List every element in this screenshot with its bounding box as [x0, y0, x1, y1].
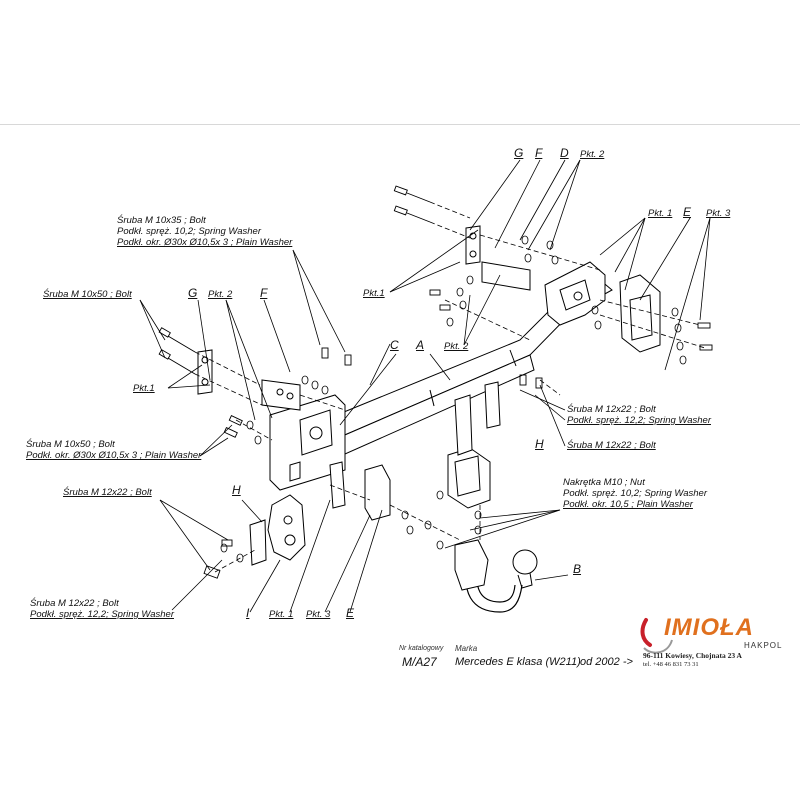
model-year: od 2002 ->	[580, 656, 633, 668]
bolt-12x22-left: Śruba M 12x22 ; Bolt	[63, 487, 152, 498]
catalog-number: M/A27	[402, 655, 437, 669]
top-border-line	[0, 124, 800, 125]
label-a: A	[416, 338, 425, 352]
socket-bracket-h	[249, 519, 267, 566]
label-h-right: H	[535, 437, 544, 451]
lower-center-bracket	[447, 447, 491, 509]
bolt-10x50-left-line2: Podkł. okr. Ø30x Ø10,5x 3 ; Plain Washer	[26, 450, 202, 461]
washer-set	[220, 235, 687, 563]
label-b: B	[573, 562, 582, 576]
label-c: C	[390, 338, 399, 352]
label-pkt2-mid: Pkt. 2	[444, 341, 469, 352]
right-plate-f	[481, 261, 531, 291]
bolt-12x22-bottom-line2: Podkł. spręż. 12,2; Spring Washer	[30, 609, 174, 620]
label-h-left: H	[232, 483, 241, 497]
label-d-top: D	[560, 146, 569, 160]
bolt-10x35-line1: Śruba M 10x35 ; Bolt	[117, 215, 206, 226]
right-plate-g	[465, 225, 481, 265]
label-pkt3-bottom: Pkt. 3	[306, 609, 331, 620]
vehicle-model: Mercedes E klasa (W211)	[455, 656, 581, 668]
nut-line3: Podkł. okr. 10,5 ; Plain Washer	[563, 499, 693, 510]
label-f-left: F	[260, 286, 268, 300]
left-side-plate-c	[269, 394, 346, 491]
label-e-right: E	[683, 205, 692, 219]
socket-plate-i	[267, 494, 306, 561]
bolt-10x50-top: Śruba M 10x50 ; Bolt	[43, 289, 132, 300]
nut-line2: Podkł. spręż. 10,2; Spring Washer	[563, 488, 707, 499]
label-g-left: G	[188, 286, 198, 300]
label-pkt2-left: Pkt. 2	[208, 289, 233, 300]
label-pkt1-right: Pkt. 1	[648, 208, 673, 219]
label-pkt1-left: Pkt.1	[133, 383, 155, 394]
label-pkt2-top: Pkt. 2	[580, 149, 605, 160]
brand-caption: Marka	[455, 644, 478, 653]
label-pkt3-right: Pkt. 3	[706, 208, 731, 219]
bolt-12x22-right-line2: Podkł. spręż. 12,2; Spring Washer	[567, 415, 711, 426]
leader-lines	[139, 159, 711, 613]
imiola-logo-text: IMIOŁA	[664, 614, 754, 641]
tow-ball	[512, 549, 538, 575]
label-i: I	[246, 606, 250, 620]
left-plate-g	[197, 349, 213, 395]
bolt-12x22-right-line1: Śruba M 12x22 ; Bolt	[567, 404, 656, 415]
hakpol-logo-text: HAKPOL	[744, 641, 783, 650]
company-phone: tel. +48 46 831 73 31	[643, 661, 699, 668]
label-pkt1-bottom: Pkt. 1	[269, 609, 294, 620]
bolt-set	[158, 185, 713, 579]
nut-line1: Nakrętka M10 ; Nut	[563, 477, 645, 488]
assembly-dash-lines	[194, 201, 706, 573]
right-side-plate-e	[619, 274, 661, 353]
label-e-bottom: E	[346, 606, 355, 620]
bolt-10x50-left-line1: Śruba M 10x50 ; Bolt	[26, 439, 115, 450]
company-address: 96-111 Kowiesy, Chojnata 23 A	[643, 651, 742, 660]
label-g-top: G	[514, 146, 524, 160]
label-pkt1-mid: Pkt.1	[363, 288, 385, 299]
tow-ball-mount	[454, 539, 489, 591]
lower-left-bracket-e	[364, 464, 391, 521]
bolt-12x22-bottom-line1: Śruba M 12x22 ; Bolt	[30, 598, 119, 609]
bolt-10x35-line3: Podkł. okr. Ø30x Ø10,5x 3 ; Plain Washer	[117, 237, 293, 248]
catalog-caption: Nr katalogowy	[399, 645, 444, 652]
label-f-top: F	[535, 146, 543, 160]
lower-center-strap	[454, 394, 473, 456]
bolt-12x22-right2: Śruba M 12x22 ; Bolt	[567, 440, 656, 451]
bolt-10x35-line2: Podkł. spręż. 10,2; Spring Washer	[117, 226, 261, 237]
